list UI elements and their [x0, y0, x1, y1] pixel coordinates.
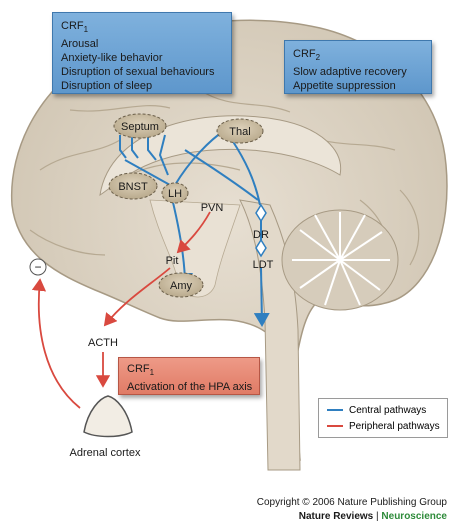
adrenal-label: Adrenal cortex — [70, 447, 141, 459]
journal-section: Neuroscience — [381, 511, 447, 522]
septum-label: Septum — [121, 121, 159, 133]
pit-label: Pit — [166, 255, 179, 267]
ldt-label: LDT — [253, 259, 274, 271]
inhibition-circle — [29, 258, 47, 276]
legend-central: Central pathways — [327, 404, 426, 416]
hypothalamus-region — [149, 199, 241, 298]
lh-label: LH — [168, 188, 182, 200]
crf1-hpa-effect: Activation of the HPA axis — [127, 381, 253, 394]
thal-label: Thal — [229, 126, 250, 138]
crf1-hpa-box: CRF1 Activation of the HPA axis — [118, 357, 260, 395]
copyright-line: Copyright © 2006 Nature Publishing Group — [256, 497, 447, 508]
crf1-effects-box: CRF1 Arousal Anxiety-like behavior Disru… — [52, 12, 232, 94]
crf1-effect-2: Anxiety-like behavior — [61, 52, 163, 65]
adrenal-gland — [83, 395, 133, 438]
cerebellum — [281, 209, 399, 311]
crf1-effect-4: Disruption of sleep — [61, 80, 153, 93]
journal-separator: | — [376, 511, 379, 522]
crf2-box-title: CRF2 — [293, 48, 321, 63]
journal-line: Nature Reviews | Neuroscience — [299, 511, 447, 522]
amy-node — [158, 272, 204, 298]
ldt-marker — [255, 238, 267, 258]
crf2-effect-2: Appetite suppression — [293, 80, 396, 93]
acth-label: ACTH — [88, 337, 118, 349]
thal-node — [216, 118, 264, 144]
bnst-label: BNST — [118, 181, 148, 193]
pvn-label: PVN — [201, 202, 224, 214]
dr-marker — [255, 203, 267, 223]
lh-node — [161, 182, 189, 204]
peripheral-pathways — [31, 211, 211, 409]
amy-label: Amy — [170, 280, 193, 292]
corpus-callosum — [99, 115, 342, 197]
crf1-hpa-title: CRF1 — [127, 363, 155, 378]
septum-node — [113, 113, 167, 139]
nuclei — [108, 113, 264, 298]
legend: Central pathways Peripheral pathways — [318, 398, 448, 438]
peripheral-swatch — [327, 425, 343, 427]
bnst-node — [108, 172, 158, 200]
minus-label: − — [34, 260, 41, 274]
crf2-effect-1: Slow adaptive recovery — [293, 66, 407, 79]
central-swatch — [327, 409, 343, 411]
legend-central-label: Central pathways — [349, 404, 427, 416]
legend-peripheral-label: Peripheral pathways — [349, 420, 440, 432]
crf2-effects-box: CRF2 Slow adaptive recovery Appetite sup… — [284, 40, 432, 94]
crf1-effect-1: Arousal — [61, 38, 99, 51]
dr-label: DR — [253, 229, 269, 241]
crf1-box-title: CRF1 — [61, 20, 89, 35]
legend-peripheral: Peripheral pathways — [327, 420, 440, 432]
crf1-effect-3: Disruption of sexual behaviours — [61, 66, 215, 79]
journal-name: Nature Reviews — [298, 511, 374, 522]
